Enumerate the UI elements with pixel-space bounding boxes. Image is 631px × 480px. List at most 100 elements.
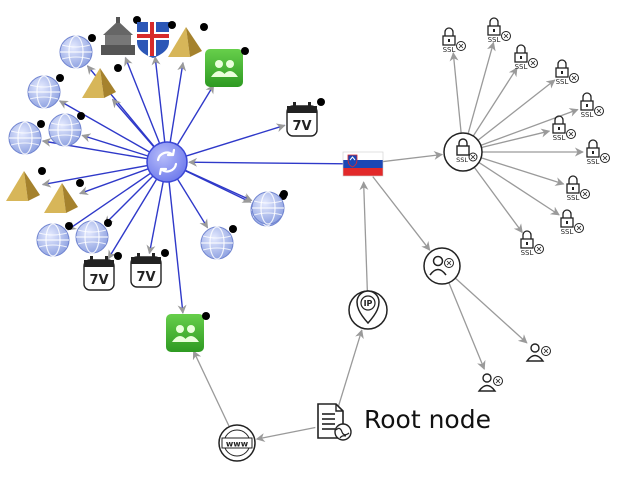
- calendar-label: 7V: [136, 270, 155, 285]
- ip-node[interactable]: IP: [348, 290, 388, 330]
- edge-flag_si-hub: [188, 157, 348, 167]
- edge-hub-g5: [67, 172, 151, 231]
- annotation-dot: [280, 190, 288, 198]
- annotation-dot: [317, 98, 325, 106]
- ssl-label: SSL: [556, 78, 569, 86]
- globe-node[interactable]: [200, 225, 237, 260]
- calendar-node[interactable]: 7V: [130, 249, 169, 288]
- globe-node[interactable]: [75, 219, 112, 254]
- calendar-node[interactable]: 7V: [286, 98, 325, 137]
- ssl-lock-node[interactable]: SSL: [520, 230, 544, 257]
- annotation-dot: [114, 64, 122, 72]
- globe-node[interactable]: [36, 222, 73, 257]
- user-node[interactable]: [477, 373, 503, 392]
- ssl-hub-node[interactable]: SSL: [443, 132, 483, 172]
- edge-hub-g4: [81, 133, 149, 157]
- edge-ssl_hub-s10: [473, 166, 523, 234]
- ssl-lock-node[interactable]: SSL: [555, 59, 579, 86]
- ssl-label: SSL: [515, 63, 528, 71]
- ssl-label: SSL: [456, 156, 468, 164]
- annotation-dot: [202, 312, 210, 320]
- contact-node[interactable]: [205, 47, 249, 87]
- annotation-dot: [88, 34, 96, 42]
- edge-hub-p1: [111, 98, 155, 148]
- calendar-label: 7V: [292, 119, 311, 134]
- edges-layer: [41, 41, 584, 442]
- ssl-label: SSL: [488, 36, 501, 44]
- iceland-flag-node[interactable]: [137, 21, 176, 58]
- ssl-lock-node[interactable]: SSL: [580, 92, 604, 119]
- landmark-node[interactable]: [101, 16, 141, 55]
- edge-hub-g8: [176, 178, 209, 229]
- calendar-label: 7V: [89, 273, 108, 288]
- pyramid-node[interactable]: [82, 64, 122, 98]
- ssl-lock-node[interactable]: SSL: [442, 27, 466, 54]
- annotation-dot: [241, 47, 249, 55]
- ssl-label: SSL: [521, 249, 534, 257]
- ssl-lock-node[interactable]: SSL: [514, 44, 538, 71]
- annotation-dot: [56, 74, 64, 82]
- calendar-node[interactable]: 7V: [83, 252, 122, 291]
- edge-ssl_hub-s9: [478, 161, 560, 216]
- globe-node[interactable]: [59, 34, 96, 69]
- ssl-label: SSL: [567, 194, 580, 202]
- edge-user_hub-u2: [448, 282, 486, 370]
- edge-hub-p3: [79, 168, 149, 196]
- contact-node[interactable]: [166, 312, 210, 352]
- ssl-label: SSL: [553, 134, 566, 142]
- edge-ssl_hub-s5: [480, 108, 579, 147]
- root-node[interactable]: [317, 403, 352, 441]
- globe-node[interactable]: [48, 112, 85, 147]
- annotation-dot: [161, 249, 169, 257]
- annotation-dot: [38, 167, 46, 175]
- edge-hub-p2: [41, 164, 148, 188]
- www-node[interactable]: www: [218, 424, 256, 462]
- root-node-label: Root node: [364, 405, 491, 434]
- annotation-dot: [114, 252, 122, 260]
- annotation-dot: [37, 120, 45, 128]
- edge-hub-g2: [58, 100, 150, 153]
- user-hub-node[interactable]: [423, 247, 461, 285]
- www-label: www: [226, 440, 249, 449]
- edge-root-www: [255, 426, 316, 442]
- edge-user_hub-u1: [454, 277, 528, 344]
- edge-ssl_hub-s2: [467, 41, 496, 134]
- edge-hub-g9: [184, 169, 253, 202]
- ssl-lock-node[interactable]: SSL: [560, 209, 584, 236]
- pyramid-node[interactable]: [6, 167, 46, 201]
- hub-node[interactable]: [146, 141, 188, 183]
- edge-ssl_hub-s8: [480, 157, 565, 186]
- edge-ssl_hub-s4: [477, 79, 556, 141]
- annotation-dot: [65, 222, 73, 230]
- edge-hub-cal2: [107, 178, 158, 260]
- globe-node[interactable]: [8, 120, 45, 155]
- edge-hub-contact_top: [176, 84, 215, 146]
- annotation-dot: [200, 23, 208, 31]
- ssl-lock-node[interactable]: SSL: [487, 17, 511, 44]
- annotation-dot: [77, 112, 85, 120]
- ip-label: IP: [364, 299, 373, 308]
- edge-hub-cal1: [185, 123, 286, 157]
- globe-node[interactable]: [251, 190, 288, 225]
- slovenia-flag-node[interactable]: [342, 151, 384, 177]
- ssl-label: SSL: [581, 111, 594, 119]
- ssl-label: SSL: [587, 158, 600, 166]
- ssl-lock-node[interactable]: SSL: [586, 139, 610, 166]
- annotation-dot: [76, 179, 84, 187]
- edge-ssl_hub-s6: [481, 128, 551, 149]
- pyramid-node[interactable]: [168, 23, 208, 57]
- ssl-lock-node[interactable]: SSL: [566, 175, 590, 202]
- edge-www-contact_bottom: [192, 350, 230, 428]
- globe-node[interactable]: [27, 74, 64, 109]
- ssl-label: SSL: [443, 46, 456, 54]
- user-node[interactable]: [525, 343, 551, 362]
- ssl-label: SSL: [561, 228, 574, 236]
- labels-layer: Root node: [364, 405, 491, 434]
- ssl-lock-node[interactable]: SSL: [552, 115, 576, 142]
- edge-ssl_hub-s3: [472, 67, 518, 137]
- pyramid-node[interactable]: [44, 179, 84, 213]
- nodes-layer: SSL IP www 7V 7V 7V SSL SSL SSL SSL SSL SSL SSL SSL SS…: [6, 16, 610, 462]
- edge-flag_si-user_hub: [372, 176, 431, 251]
